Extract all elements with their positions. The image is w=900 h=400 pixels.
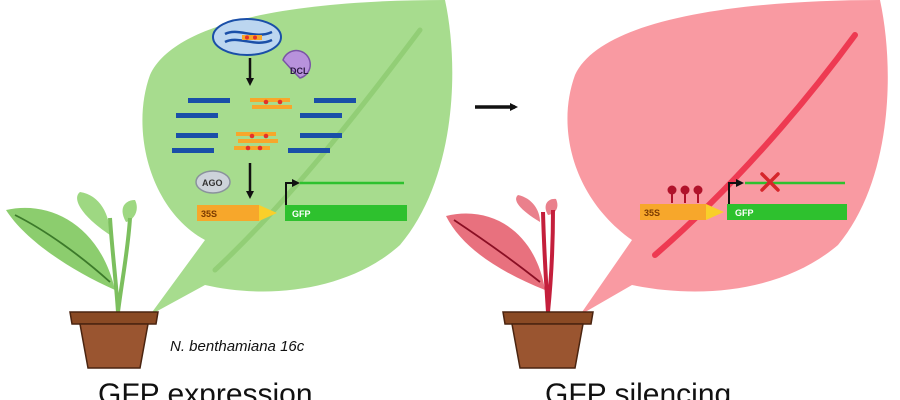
sirna-row-3 — [176, 132, 342, 143]
left-gene-construct: 35S GFP — [197, 205, 407, 221]
methylation-marks — [667, 185, 703, 203]
left-promoter-label: 35S — [201, 209, 217, 219]
right-transcription-start-arrow — [728, 179, 744, 205]
left-plant-leaf-right — [122, 200, 137, 222]
right-promoter-label: 35S — [644, 208, 660, 218]
right-leaf-vein — [652, 32, 858, 258]
right-plant-pot-body — [511, 323, 584, 369]
left-caption: GFP expression — [98, 378, 313, 400]
right-leaf-bubble — [567, 0, 888, 315]
left-gfp-label: GFP — [292, 209, 311, 219]
left-plant-leaf-small — [77, 192, 110, 235]
left-leaf-bubble — [142, 0, 453, 315]
right-plant-pot-rim — [502, 311, 594, 325]
right-plant-stem — [541, 209, 555, 313]
right-plant — [446, 195, 594, 369]
left-plant-pot-body — [79, 323, 149, 369]
sirna-row-1 — [188, 98, 356, 109]
left-plant-pot-rim — [69, 311, 159, 325]
sirna-row-2 — [176, 113, 342, 118]
right-plant-leaf-big — [446, 213, 545, 290]
transcription-blocked-icon — [760, 172, 780, 192]
ago-label: AGO — [202, 178, 223, 188]
dsrna-ellipse — [212, 18, 282, 56]
right-caption: GFP silencing — [545, 378, 732, 400]
right-panel: 35S GFP — [446, 0, 888, 369]
species-label: N. benthamiana 16c — [170, 338, 305, 355]
right-gene-construct: 35S GFP — [640, 204, 847, 220]
left-transcription-start-arrow — [285, 179, 300, 205]
left-panel: DCL — [6, 0, 453, 369]
left-plant-stem — [108, 217, 132, 313]
ago-protein: AGO — [195, 170, 231, 194]
right-gfp-label: GFP — [735, 208, 754, 218]
sirna-row-4 — [172, 145, 330, 153]
left-plant-leaf-big — [6, 207, 115, 290]
right-plant-leaf-small — [516, 195, 540, 222]
dcl-enzyme: DCL — [282, 49, 311, 79]
left-plant — [6, 192, 159, 369]
left-leaf-vein — [212, 27, 423, 273]
dcl-label: DCL — [290, 66, 309, 76]
